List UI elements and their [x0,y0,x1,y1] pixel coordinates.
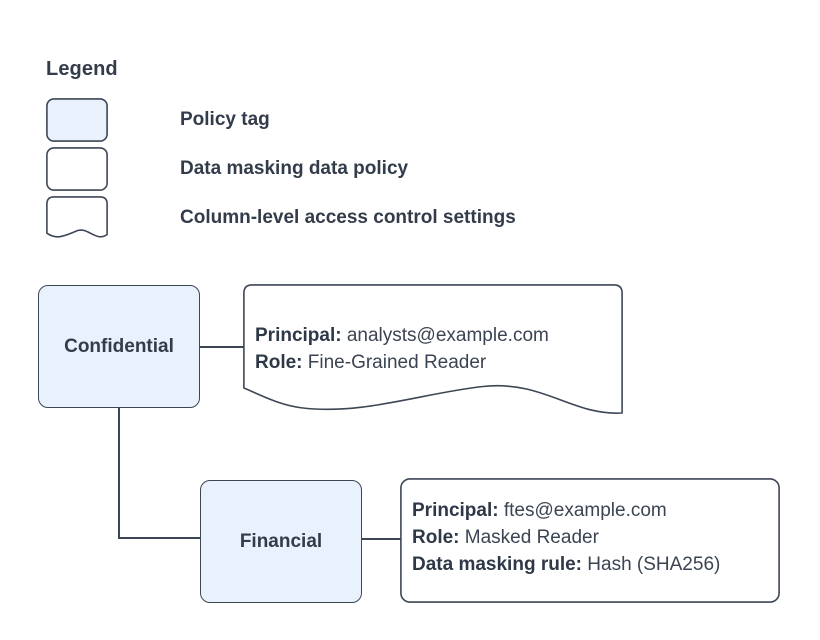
callout-line: Principal: ftes@example.com [412,497,780,524]
rounded-rect-outline-icon [46,147,108,191]
callout-line-key: Role: [255,352,303,373]
legend-item-column-access-control: Column-level access control settings [46,196,516,240]
legend-item-data-masking-policy: Data masking data policy [46,147,408,191]
callout-line-key: Role: [412,527,460,548]
policy-tag-node-confidential[interactable]: Confidential [38,285,200,408]
connector-confidential-to-policy-callout [200,346,244,348]
rounded-rect-filled-icon [46,98,108,142]
legend-item-label: Policy tag [180,109,270,130]
legend-title: Legend [46,58,118,80]
callout-line: Principal: analysts@example.com [255,322,623,349]
callout-line-value: analysts@example.com [346,325,549,346]
callout-line-value: Fine-Grained Reader [307,352,487,373]
connector-confidential-to-financial-horizontal [118,537,201,539]
callout-line-key: Principal: [412,500,499,521]
policy-tag-node-label: Confidential [64,335,174,357]
callout-line: Role: Fine-Grained Reader [255,349,623,376]
access-control-callout-body: Principal: analysts@example.com Role: Fi… [243,284,623,376]
data-masking-callout-body: Principal: ftes@example.com Role: Masked… [400,478,780,578]
callout-line-value: Masked Reader [464,527,599,548]
legend-item-policy-tag: Policy tag [46,98,270,142]
connector-financial-to-masking-callout [362,538,401,540]
access-control-callout-confidential[interactable]: Principal: analysts@example.com Role: Fi… [243,284,623,414]
legend-item-label: Data masking data policy [180,158,409,179]
legend-item-label: Column-level access control settings [180,207,516,228]
callout-line-value: Hash (SHA256) [587,554,721,575]
callout-line-key: Data masking rule: [412,554,582,575]
policy-tag-node-financial[interactable]: Financial [200,480,362,603]
policy-tag-node-label: Financial [239,530,323,552]
data-masking-callout-financial[interactable]: Principal: ftes@example.com Role: Masked… [400,478,780,603]
rounded-rect-outline-icon [400,478,780,603]
callout-line-key: Principal: [255,325,342,346]
wavy-bottom-document-icon [46,196,108,240]
connector-confidential-to-financial-vertical [118,408,120,539]
wavy-bottom-document-icon [243,284,623,414]
callout-line: Role: Masked Reader [412,524,780,551]
callout-line: Data masking rule: Hash (SHA256) [412,551,780,578]
callout-line-value: ftes@example.com [503,500,667,521]
